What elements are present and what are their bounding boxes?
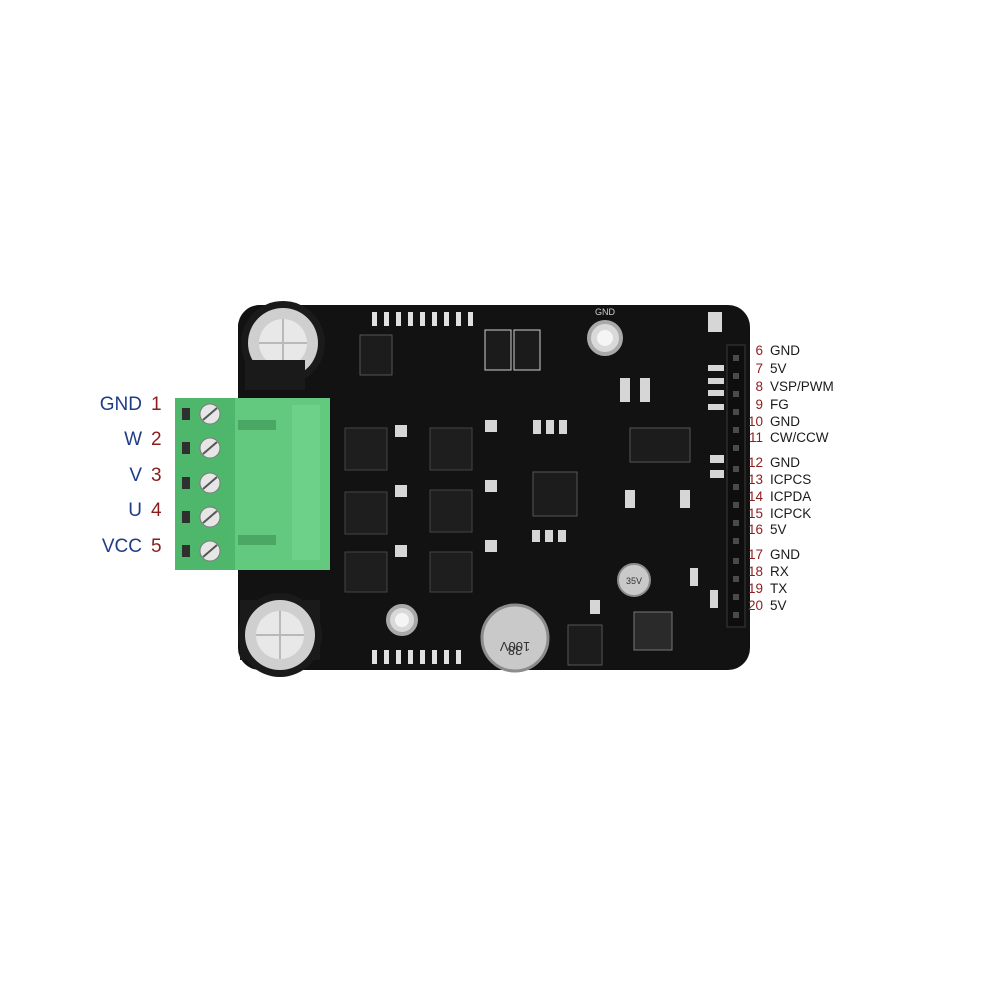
left-pin-name: VCC (101, 536, 142, 557)
left-pin-number: 3 (151, 465, 162, 486)
right-pin-name: GND (770, 342, 800, 358)
right-pin-name: FG (770, 396, 789, 412)
right-pin-name: ICPCK (770, 505, 812, 521)
right-pin-name: RX (770, 563, 789, 579)
svg-text:100V: 100V (499, 639, 530, 654)
right-pin-number: 14 (747, 488, 763, 504)
right-pin-name: ICPCS (770, 471, 812, 487)
driver-ic (629, 427, 691, 463)
mosfet-array (344, 427, 473, 593)
right-pin-name: 5V (770, 597, 787, 613)
right-pin-name: TX (770, 580, 788, 596)
right-pin-name: GND (770, 546, 800, 562)
left-pin-number: 2 (151, 429, 162, 450)
right-pin-number: 9 (755, 396, 763, 412)
left-pin-name: W (124, 429, 142, 450)
right-pin-number: 6 (755, 342, 763, 358)
right-pin-number: 19 (747, 580, 763, 596)
capacitor-small: 35V (617, 563, 651, 597)
electrolytic-capacitor-top (241, 301, 325, 390)
right-pin-number: 8 (755, 378, 763, 394)
right-pin-number: 16 (747, 521, 763, 537)
left-pin-number: 1 (151, 394, 162, 415)
right-pin-name: ICPDA (770, 488, 812, 504)
silkscreen-gnd: GND (595, 307, 616, 317)
mcu-chip (532, 471, 578, 517)
right-pin-number: 11 (748, 429, 763, 445)
left-pin-name: V (129, 465, 142, 486)
terminal-screws (182, 403, 221, 562)
right-pin-number: 13 (747, 471, 763, 487)
right-pin-number: 17 (747, 546, 763, 562)
electrolytic-capacitor-bottom (238, 593, 322, 677)
inductor (633, 611, 673, 651)
right-pin-number: 10 (747, 413, 763, 429)
header-pads (372, 312, 473, 664)
right-pin-number: 20 (747, 597, 763, 613)
right-pin-name: VSP/PWM (770, 378, 834, 394)
right-pin-name: CW/CCW (770, 429, 829, 445)
right-pin-number: 15 (747, 505, 763, 521)
svg-text:38: 38 (508, 643, 522, 658)
right-pin-name: 5V (770, 521, 787, 537)
capacitor-100v: 38 100V (480, 603, 550, 673)
smd-components (395, 312, 724, 614)
left-pin-name: GND (99, 394, 142, 415)
right-pin-name: GND (770, 454, 800, 470)
screw-terminal-block (175, 398, 330, 570)
right-pin-number: 7 (755, 360, 763, 376)
left-pin-name: U (128, 500, 142, 521)
right-pin-name: GND (770, 413, 800, 429)
left-pin-number: 4 (151, 500, 162, 521)
right-pin-number: 18 (747, 563, 763, 579)
right-pin-number: 12 (747, 454, 763, 470)
svg-text:35V: 35V (626, 576, 642, 586)
left-pin-number: 5 (151, 536, 162, 557)
right-pin-name: 5V (770, 360, 787, 376)
regulator-ic (359, 334, 393, 376)
